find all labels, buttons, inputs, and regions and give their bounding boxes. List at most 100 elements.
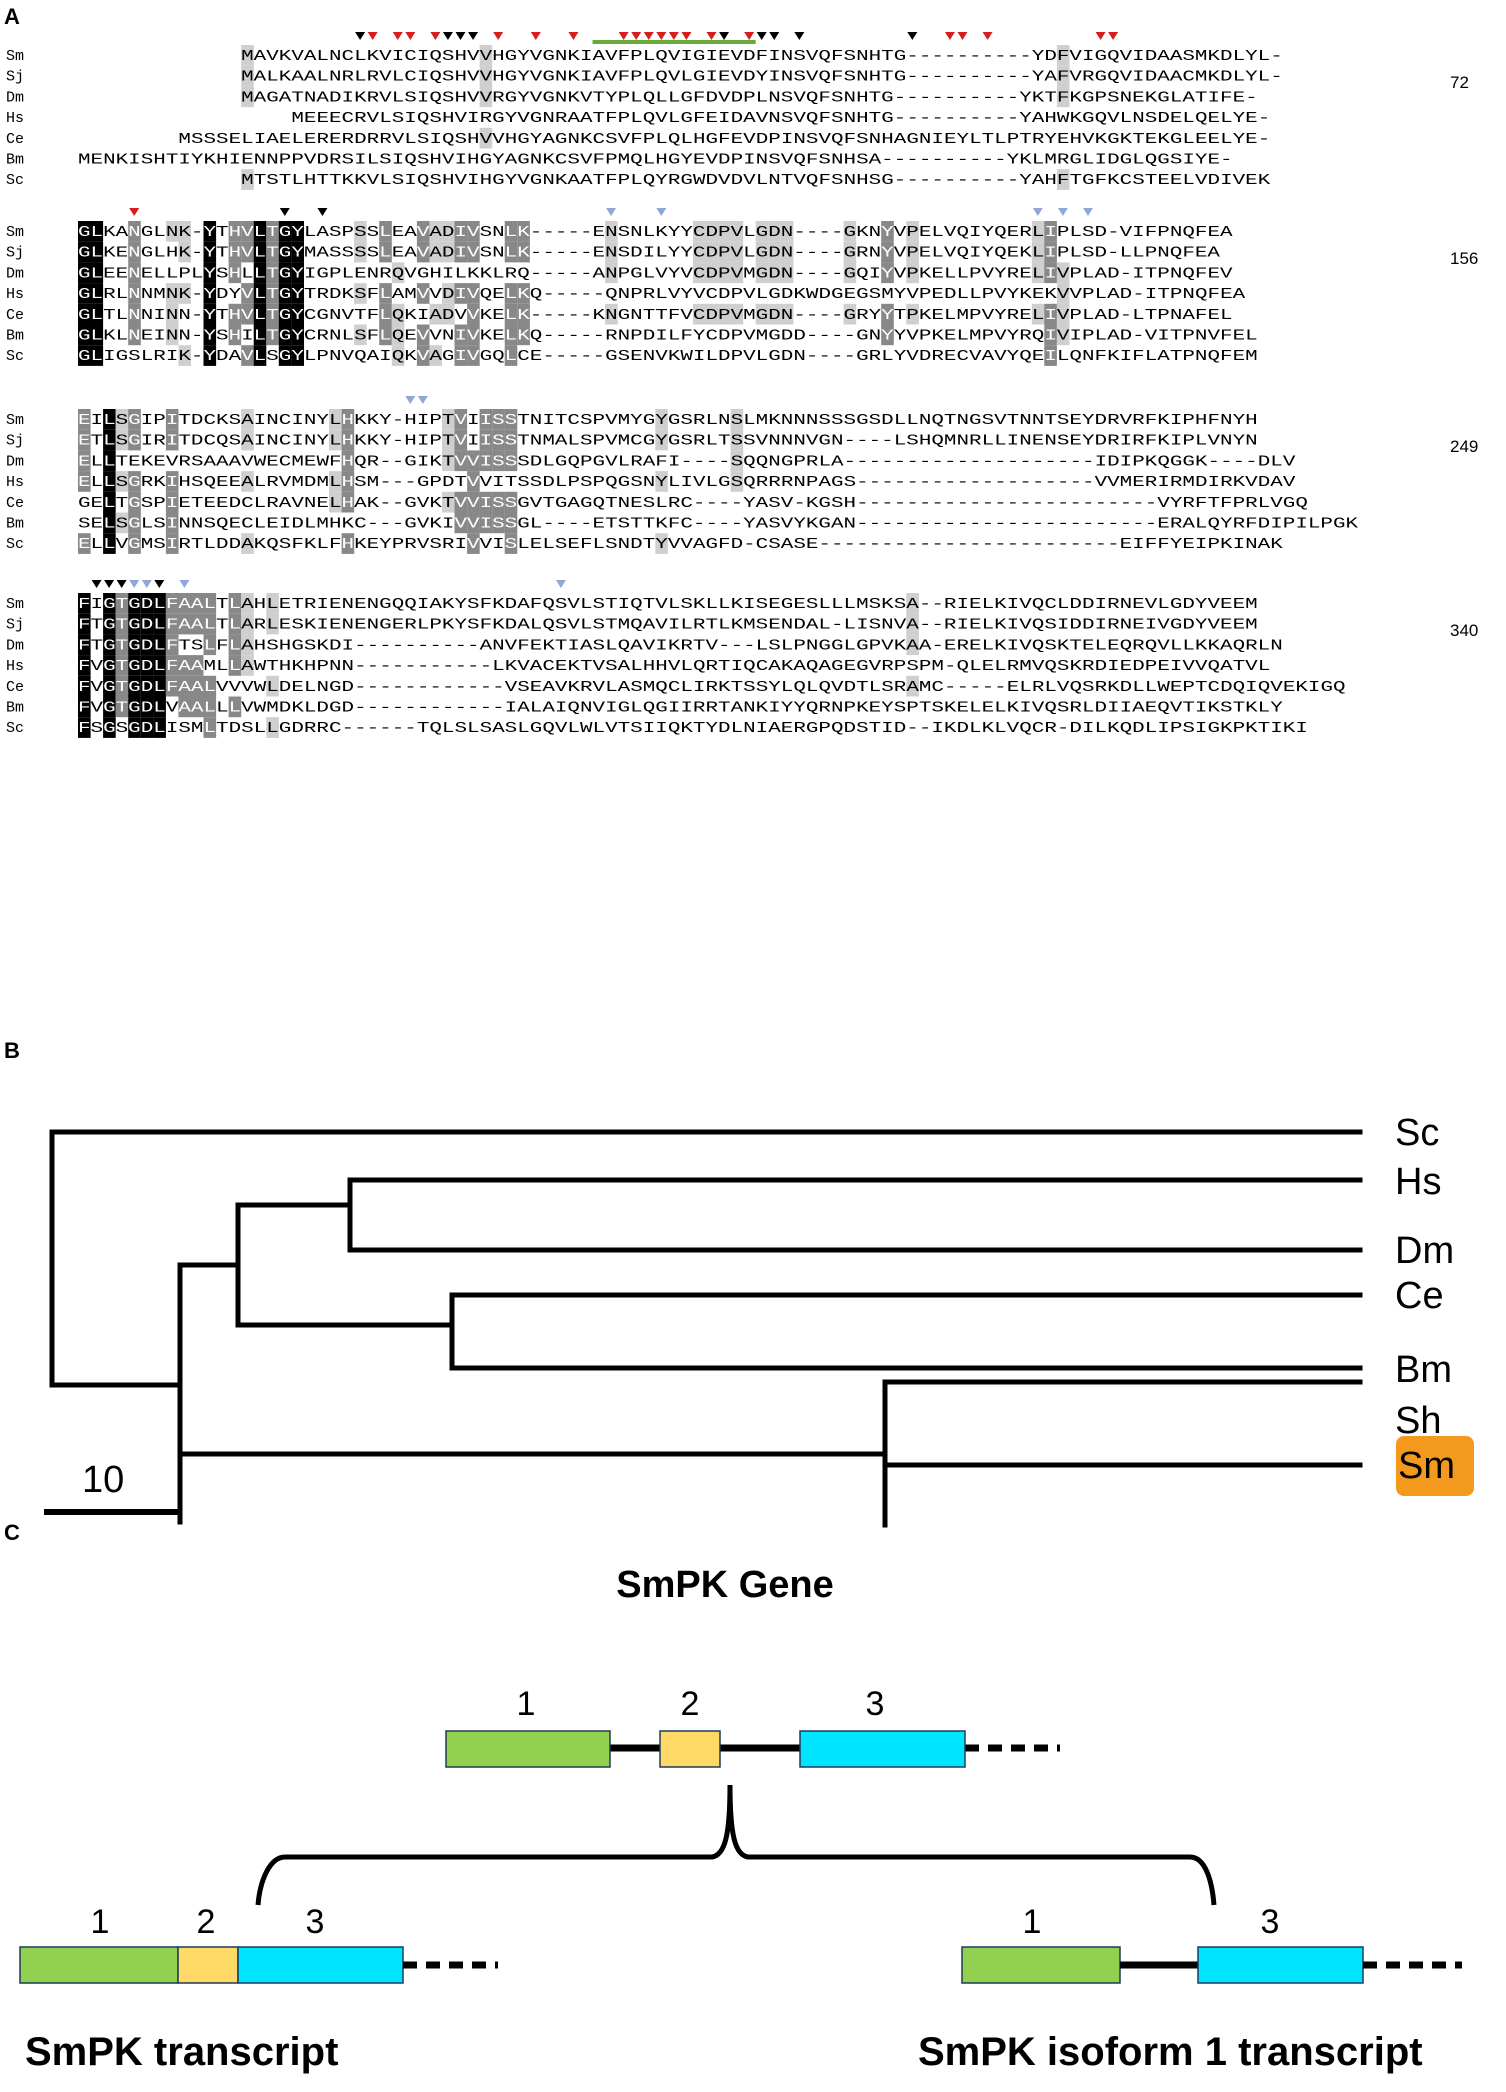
species-label: Bm [6, 328, 24, 345]
residue-shade [1056, 86, 1070, 108]
residue-marker [116, 580, 127, 588]
residue-shade [165, 533, 179, 554]
residue-shade [253, 221, 267, 242]
residue-shade [843, 221, 857, 242]
residue-shade [103, 675, 116, 697]
residue-shade [718, 221, 731, 242]
residue-shade [416, 283, 430, 304]
residue-shade [78, 613, 91, 635]
residue-shade [128, 512, 141, 534]
gene-exon-1 [445, 1730, 611, 1768]
residue-shade [391, 324, 405, 346]
residue-marker [279, 208, 290, 216]
residue-marker [154, 580, 165, 588]
residue-shade [178, 675, 191, 697]
residue-shade [78, 303, 91, 325]
residue-shade [165, 409, 179, 430]
gene-structure: SmPK Gene 1 2 3 1 2 3 SmPK transcript 1 … [19, 1564, 1462, 2074]
residue-shade [266, 283, 279, 304]
residue-shade [391, 262, 405, 284]
residue-shade [128, 533, 141, 554]
residue-shade [253, 324, 267, 346]
residue-shade [906, 613, 919, 635]
residue-shade [115, 409, 129, 430]
residue-shade [755, 262, 769, 284]
residue-shade [755, 303, 769, 325]
species-label: Bm [6, 516, 24, 533]
residue-shade [442, 429, 455, 451]
phylogenetic-tree: Sc Hs Dm Ce Bm Sh Sm 10 [44, 1112, 1474, 1528]
residue-shade [203, 717, 217, 738]
residue-marker [681, 32, 692, 40]
residue-shade [103, 491, 116, 513]
residue-shade [391, 345, 405, 366]
residue-marker [769, 32, 780, 40]
residue-shade [780, 221, 794, 242]
residue-shade [341, 533, 355, 554]
residue-shade [115, 471, 129, 492]
residue-shade [291, 303, 304, 325]
residue-shade [1044, 303, 1057, 325]
residue-shade [341, 491, 355, 513]
residue-shade [128, 221, 141, 242]
residue-shade [1056, 283, 1070, 304]
residue-shade [442, 241, 455, 263]
residue-marker [455, 32, 466, 40]
transcript-exon-2 [177, 1946, 239, 1984]
residue-shade [291, 345, 304, 366]
residue-shade [190, 613, 204, 635]
residue-shade [128, 634, 141, 656]
species-label: Ce [6, 307, 24, 324]
residue-shade [504, 283, 518, 304]
residue-shade [504, 429, 518, 451]
residue-shade [140, 613, 154, 635]
residue-shade [241, 65, 254, 87]
residue-shade [78, 471, 91, 492]
species-label: Sm [6, 596, 24, 613]
residue-shade [693, 262, 706, 284]
residue-marker [392, 32, 403, 40]
residue-shade [178, 221, 191, 242]
residue-shade [454, 409, 468, 430]
residue-shade [693, 221, 706, 242]
residue-shade [655, 471, 668, 492]
residue-shade [203, 262, 217, 284]
gene-title: SmPK Gene [616, 1564, 834, 1606]
residue-shade [517, 324, 530, 346]
residue-shade [341, 429, 355, 451]
residue-shade [78, 533, 91, 554]
residue-shade [291, 241, 304, 263]
residue-shade [241, 471, 254, 492]
residue-shade [90, 262, 104, 284]
residue-shade [241, 45, 254, 66]
transcript-exon-3 [237, 1946, 404, 1984]
residue-shade [467, 512, 480, 534]
residue-shade [467, 324, 480, 346]
residue-shade [165, 634, 179, 656]
species-label: Ce [6, 495, 24, 512]
residue-shade [78, 324, 91, 346]
residue-shade [253, 241, 267, 263]
residue-shade [454, 221, 468, 242]
residue-shade [203, 696, 217, 718]
residue-shade [128, 655, 141, 676]
species-label: Dm [6, 89, 24, 106]
residue-marker [355, 32, 366, 40]
residue-shade [730, 221, 744, 242]
residue-marker [179, 580, 190, 588]
species-label: Hs [6, 110, 24, 127]
residue-shade [454, 429, 468, 451]
residue-shade [90, 221, 104, 242]
residue-shade [103, 450, 116, 472]
residue-shade [203, 675, 217, 697]
residue-shade [605, 221, 618, 242]
residue-shade [467, 303, 480, 325]
species-label: Dm [6, 453, 24, 470]
residue-shade [906, 241, 919, 263]
residue-shade [103, 429, 116, 451]
residue-shade [203, 634, 217, 656]
